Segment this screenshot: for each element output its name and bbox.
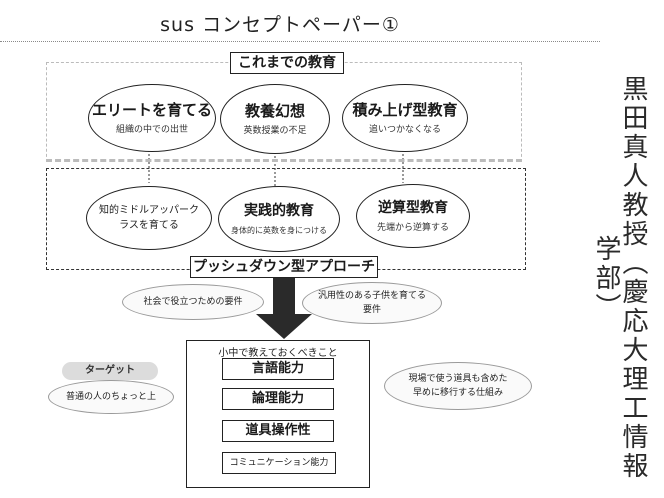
down-arrow-icon [256, 277, 312, 339]
practical-sub: 身体的に英数を身につける [231, 225, 327, 235]
target-ellipse: 普通の人のちょっと上 [48, 380, 174, 414]
kyoyo-sub: 英数授業の不足 [243, 125, 307, 136]
target-label: ターゲット [62, 362, 158, 380]
kyoyo-label: 教養幻想 [244, 101, 305, 120]
approach-header: プッシュダウン型アプローチ [190, 256, 378, 278]
top-divider [0, 41, 600, 42]
reverse-label: 逆算型教育 [378, 199, 448, 216]
stacked-label: 積み上げ型教育 [352, 100, 458, 119]
elite-label: エリートを育てる [91, 100, 212, 119]
practical-ellipse: 実践的教育 身体的に英数を身につける [218, 186, 340, 252]
elite-ellipse: エリートを育てる 組織の中での出世 [88, 84, 216, 152]
handwritten-text: 黒田真人教授（慶応大理工情報学部） [591, 75, 648, 481]
reverse-ellipse: 逆算型教育 先端から逆算する [356, 184, 470, 248]
kyoyo-ellipse: 教養幻想 英数授業の不足 [220, 84, 330, 154]
practical-label: 実践的教育 [244, 202, 314, 219]
middle-upper-ellipse: 知的ミドルアッパーク ラスを育てる [86, 186, 212, 250]
society-requirement: 社会で役立つための要件 [122, 284, 264, 320]
language-ability: 言語能力 [222, 358, 334, 380]
handwritten-note: 黒田真人教授（慶応大理工情報学部） [591, 68, 648, 488]
past-education-header: これまでの教育 [230, 52, 344, 74]
tool-operation: 道具操作性 [222, 420, 334, 442]
reverse-sub: 先端から逆算する [376, 222, 449, 233]
versatile-requirement: 汎用性のある子供を育てる 要件 [302, 282, 442, 324]
logic-ability: 論理能力 [222, 388, 334, 410]
stacked-ellipse: 積み上げ型教育 追いつかなくなる [342, 84, 468, 152]
page-title: sus コンセプトペーパー① [160, 14, 400, 36]
teach-header: 小中で教えておくべきこと [218, 348, 338, 359]
middle-upper-label: 知的ミドルアッパーク ラスを育てる [99, 205, 199, 231]
tools-note: 現場で使う道具も含めた 早めに移行する仕組み [384, 362, 532, 410]
communication-ability: コミュニケーション能力 [222, 452, 336, 474]
elite-sub: 組織の中での出世 [115, 124, 188, 135]
stacked-sub: 追いつかなくなる [368, 124, 441, 135]
